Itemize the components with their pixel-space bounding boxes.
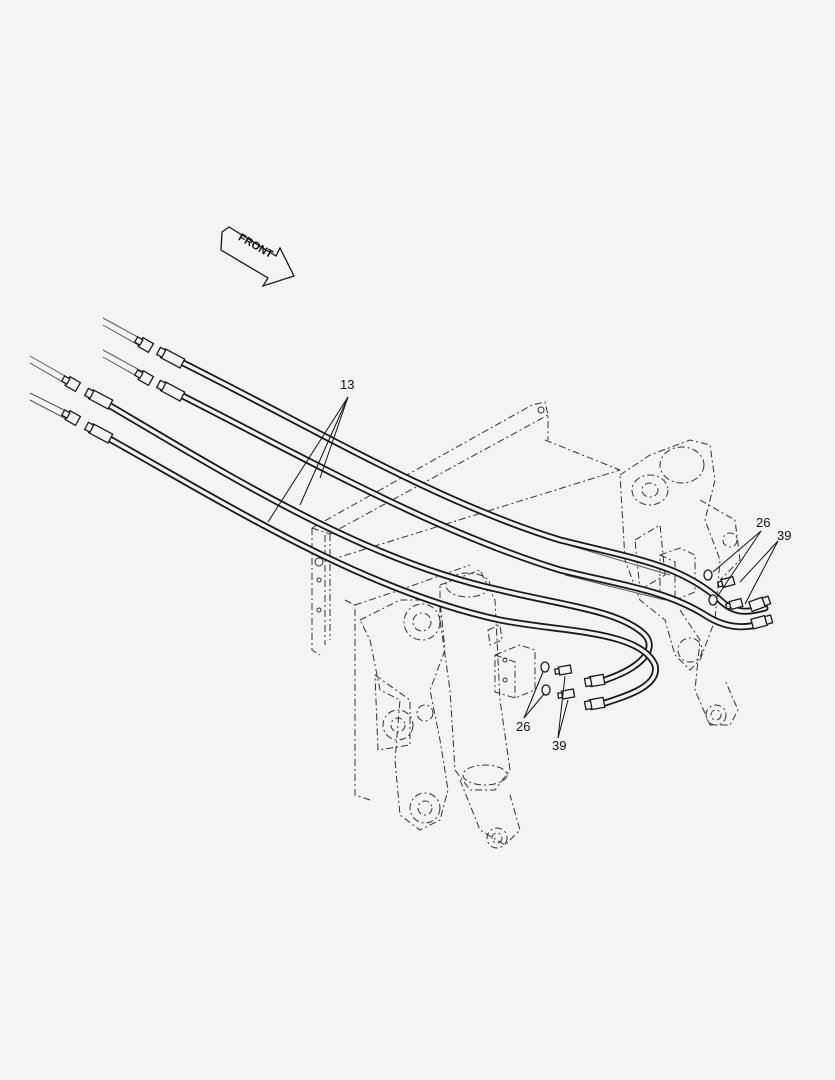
callout-26-oring-right: 26 — [756, 515, 770, 530]
right-fittings — [703, 569, 744, 611]
right-valve-block — [659, 547, 696, 601]
right-lift-arm — [619, 439, 741, 726]
callout-39-fitting-right: 39 — [777, 528, 791, 543]
callout-26-oring-left: 26 — [516, 719, 530, 734]
mounting-frame — [311, 401, 621, 801]
hose-3 — [86, 390, 653, 684]
hose-ferrules — [83, 346, 774, 711]
left-fittings — [540, 661, 576, 700]
hose-ghost-ends — [29, 317, 671, 601]
end-fittings — [60, 336, 155, 427]
callout-leaders — [267, 396, 779, 739]
left-lift-arm — [359, 599, 449, 831]
hose-assembly — [86, 349, 769, 707]
hose-4 — [86, 424, 659, 707]
left-valve-block — [494, 644, 536, 699]
callout-39-fitting-left: 39 — [552, 738, 566, 753]
front-arrow: FRONT — [220, 226, 295, 288]
callout-13-hose: 13 — [340, 377, 354, 392]
